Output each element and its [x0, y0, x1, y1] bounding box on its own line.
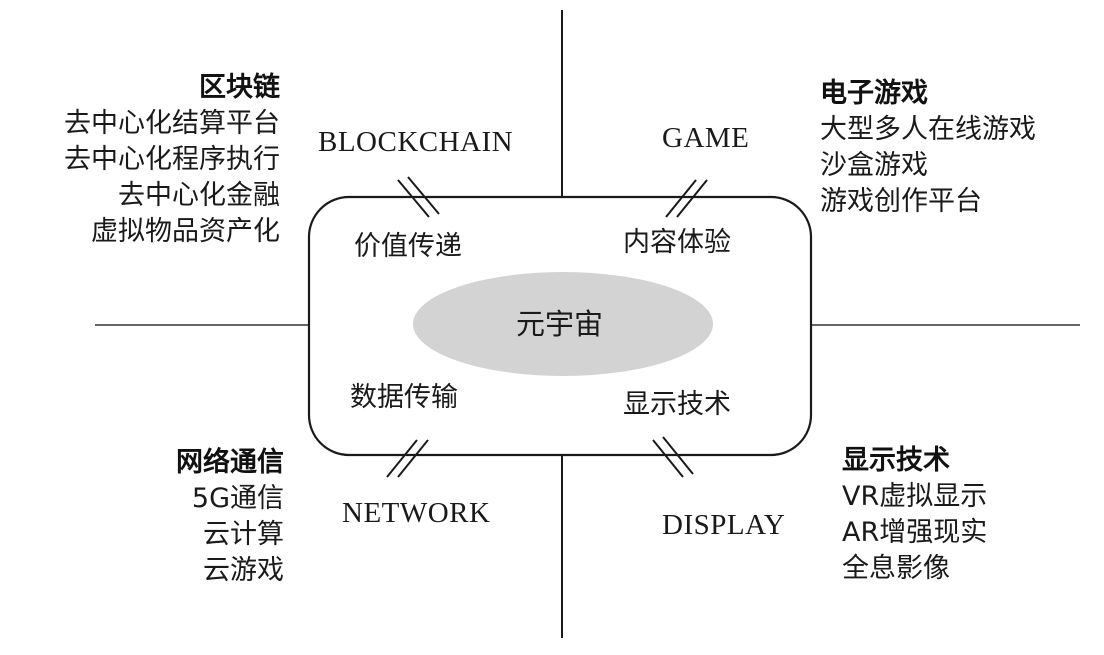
connector-label-blockchain: BLOCKCHAIN — [318, 126, 514, 158]
list-item: 云游戏 — [203, 555, 284, 586]
connector-game — [665, 179, 708, 218]
quadrant-games: 电子游戏 大型多人在线游戏 沙盒游戏 游戏创作平台 — [820, 76, 1036, 220]
list-item: 5G通信 — [191, 483, 284, 514]
connector-label-game: GAME — [662, 122, 750, 154]
list-item: AR增强现实 — [842, 517, 988, 548]
connector-network — [386, 439, 429, 478]
list-item: 游戏创作平台 — [820, 186, 982, 217]
quadrant-blockchain: 区块链 去中心化结算平台 去中心化程序执行 去中心化金融 虚拟物品资产化 — [64, 70, 280, 250]
list-item: 全息影像 — [842, 553, 950, 584]
quadrant-title: 显示技术 — [842, 445, 950, 476]
list-item: 去中心化程序执行 — [64, 144, 280, 175]
list-item: VR虚拟显示 — [842, 481, 988, 512]
quadrant-title: 区块链 — [199, 72, 280, 103]
quadrant-title: 网络通信 — [176, 447, 284, 478]
inner-label-value-transfer: 价值传递 — [354, 231, 462, 262]
quadrant-network: 网络通信 5G通信 云计算 云游戏 — [176, 445, 284, 589]
connector-display — [652, 436, 694, 478]
inner-label-content-experience: 内容体验 — [623, 227, 731, 258]
quadrant-title: 电子游戏 — [820, 78, 928, 109]
inner-label-data-transfer: 数据传输 — [350, 382, 458, 413]
metaverse-core-ellipse — [413, 272, 713, 376]
connector-label-network: NETWORK — [342, 497, 491, 529]
list-item: 去中心化金融 — [118, 180, 280, 211]
list-item: 去中心化结算平台 — [64, 108, 280, 139]
list-item: 沙盒游戏 — [820, 150, 928, 181]
metaverse-frame — [307, 195, 813, 457]
center-label: 元宇宙 — [516, 307, 604, 341]
list-item: 虚拟物品资产化 — [91, 216, 280, 247]
inner-label-display-tech: 显示技术 — [623, 389, 731, 420]
list-item: 云计算 — [203, 519, 284, 550]
list-item: 大型多人在线游戏 — [820, 114, 1036, 145]
connector-blockchain — [397, 176, 440, 218]
quadrant-display: 显示技术 VR虚拟显示 AR增强现实 全息影像 — [842, 443, 987, 587]
connector-label-display: DISPLAY — [662, 509, 786, 541]
